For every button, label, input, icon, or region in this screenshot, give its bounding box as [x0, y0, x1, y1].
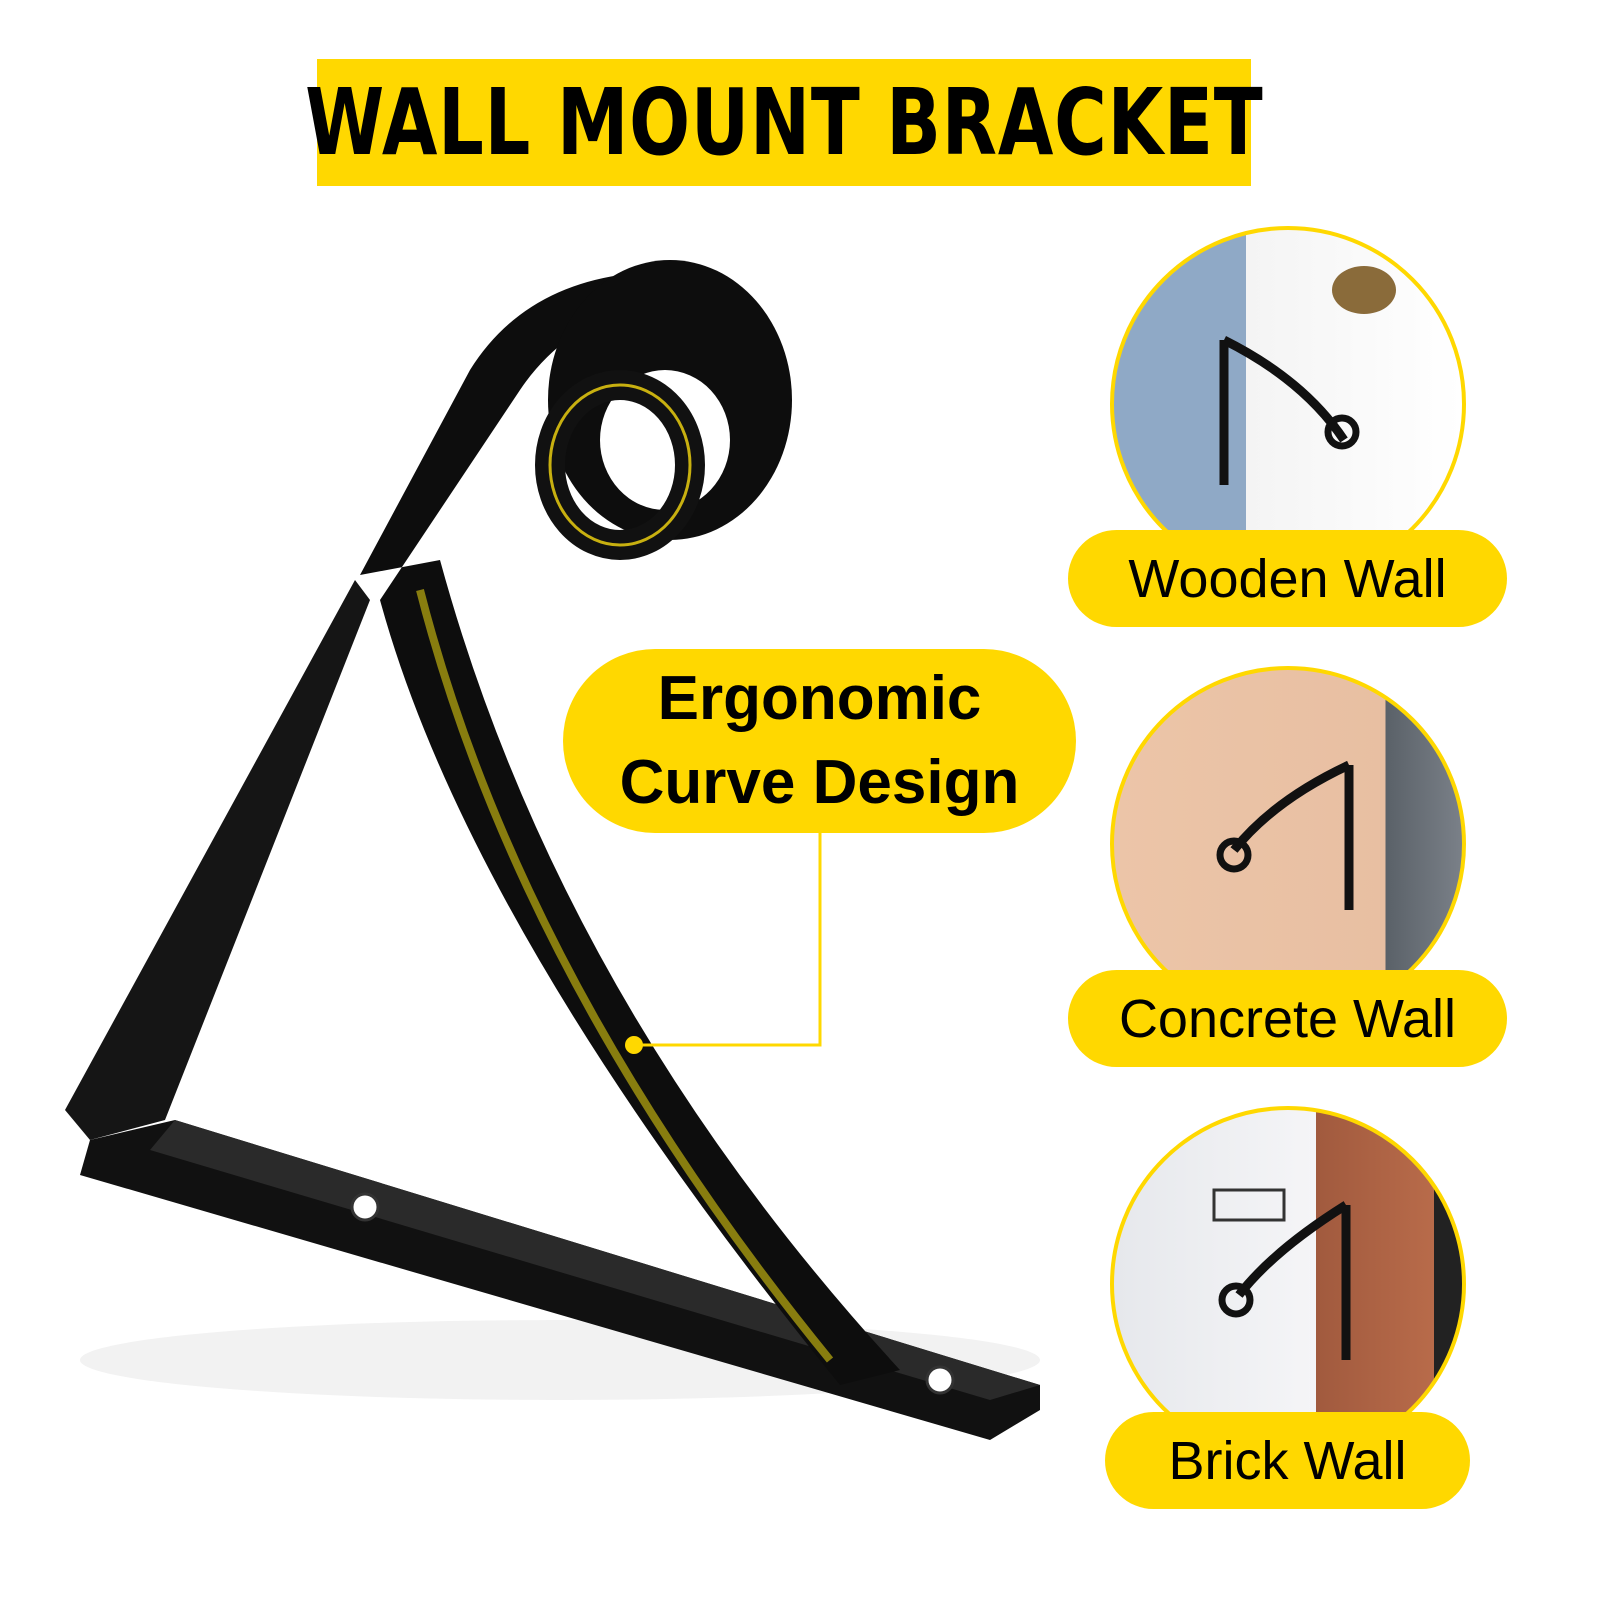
- wooden-wall-photo: [1110, 226, 1466, 582]
- feature-line1: Ergonomic: [657, 664, 982, 733]
- application-wooden-wall: Wooden Wall: [1068, 530, 1507, 627]
- feature-callout: Ergonomic Curve Design: [563, 649, 1076, 833]
- title: WALL MOUNT BRACKET: [304, 69, 1264, 176]
- feature-line2: Curve Design: [619, 748, 1020, 817]
- concrete-wall-photo: [1110, 666, 1466, 1022]
- application-brick-wall: Brick Wall: [1105, 1412, 1470, 1509]
- callout-leader-line: [634, 833, 822, 1047]
- title-banner: WALL MOUNT BRACKET: [305, 59, 1262, 186]
- brick-wall-photo: [1110, 1106, 1466, 1462]
- application-concrete-wall: Concrete Wall: [1068, 970, 1507, 1067]
- callout-dot: [625, 1036, 643, 1054]
